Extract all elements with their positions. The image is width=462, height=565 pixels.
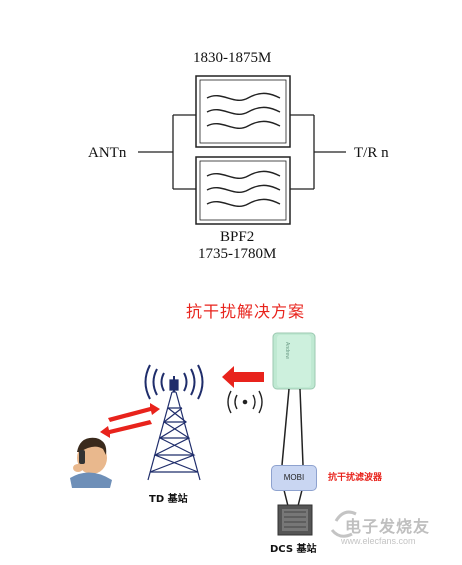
antenna-port-label: ANTn [88, 145, 127, 161]
watermark-url: www.elecfans.com [341, 536, 416, 546]
watermark: 电子发烧友 www.elecfans.com [327, 513, 430, 546]
antenna-panel-icon [272, 332, 316, 390]
bpf2-frequency: 1735-1780M [198, 246, 277, 262]
filter-schematic [138, 114, 346, 190]
td-tower-waves-icon [144, 364, 204, 400]
bpf1-block [195, 75, 291, 148]
dcs-cabinet-icon [277, 504, 313, 536]
wireless-waves-icon [227, 390, 263, 414]
watermark-text: 电子发烧友 [345, 517, 431, 536]
watermark-logo-icon [330, 510, 357, 538]
phone-user-icon [70, 437, 112, 488]
filter-label: 抗干扰滤波器 [328, 473, 383, 483]
tr-port-label: T/R n [354, 145, 389, 161]
solution-title: 抗干扰解决方案 [186, 302, 306, 321]
dcs-station-label: DCS 基站 [270, 544, 317, 555]
td-station-label: TD 基站 [149, 494, 188, 505]
bpf1-wave-icon [206, 92, 281, 129]
feeder-cables [281, 388, 304, 507]
bpf2-block [195, 156, 291, 225]
mobi-filter-box: MOBI [271, 465, 317, 491]
bpf1-frequency: 1830-1875M [193, 50, 272, 66]
bpf2-name: BPF2 [220, 229, 255, 245]
bpf2-wave-icon [206, 170, 281, 207]
td-tower-icon [147, 376, 201, 481]
interference-arrow [222, 366, 264, 388]
antenna-brand-label: Andrew [284, 342, 290, 359]
signal-double-arrow [100, 403, 160, 438]
